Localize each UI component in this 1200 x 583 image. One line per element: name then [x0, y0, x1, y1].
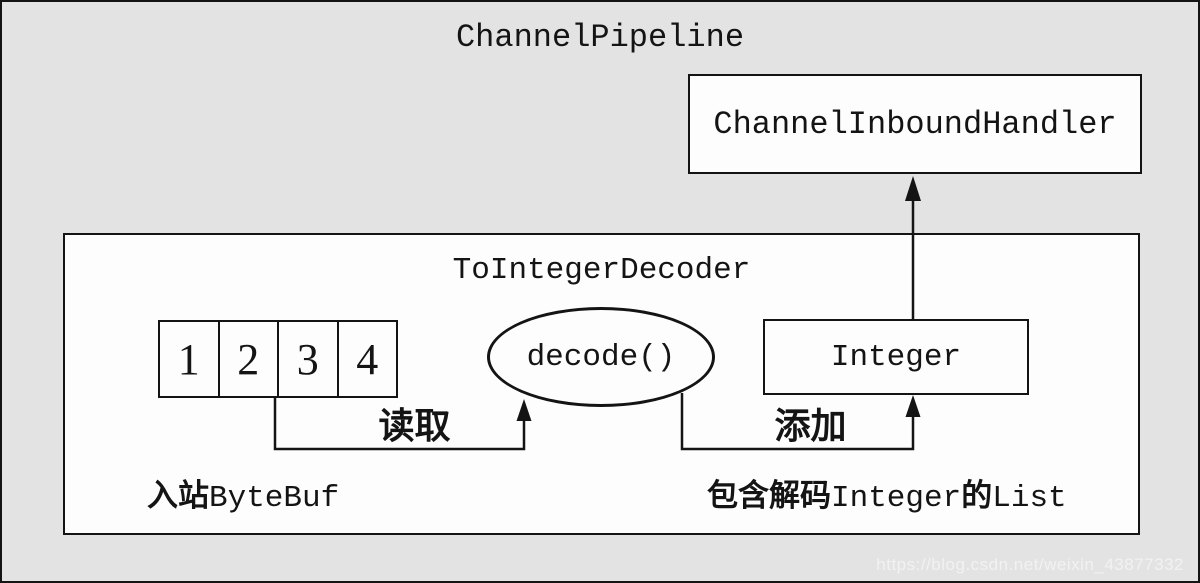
list-caption-code1: Integer	[831, 481, 962, 516]
decode-ellipse: decode()	[487, 307, 715, 407]
inbound-caption-cn: 入站	[147, 478, 209, 513]
list-caption-cn1: 包含解码	[707, 478, 831, 513]
integer-label: Integer	[830, 339, 962, 375]
watermark: https://blog.csdn.net/weixin_43877332	[876, 555, 1184, 574]
byte-buffer-cell-4: 4	[336, 320, 398, 398]
byte-buffer-cell-2: 2	[217, 320, 279, 398]
list-caption-code2: List	[992, 481, 1067, 516]
integer-box: Integer	[763, 319, 1029, 395]
pipeline-title: ChannelPipeline	[455, 19, 745, 56]
to-integer-decoder-title: ToIntegerDecoder	[452, 253, 751, 288]
inbound-caption-code: ByteBuf	[209, 481, 340, 516]
decode-label: decode()	[526, 339, 676, 375]
channel-inbound-handler-label: ChannelInboundHandler	[713, 105, 1117, 143]
read-arrow-label: 读取	[378, 406, 451, 446]
handler-arrowhead-icon	[905, 176, 921, 201]
byte-buffer-cell-1: 1	[158, 320, 220, 398]
byte-buffer-cell-3: 3	[277, 320, 339, 398]
byte-buffer: 1 2 3 4	[158, 320, 398, 398]
channel-inbound-handler-box: ChannelInboundHandler	[688, 74, 1142, 174]
inbound-bytebuf-caption: 入站ByteBuf	[147, 470, 339, 516]
add-arrow-label: 添加	[774, 406, 847, 446]
list-caption-cn2: 的	[961, 478, 993, 513]
decoded-list-caption: 包含解码Integer的List	[707, 470, 1067, 516]
